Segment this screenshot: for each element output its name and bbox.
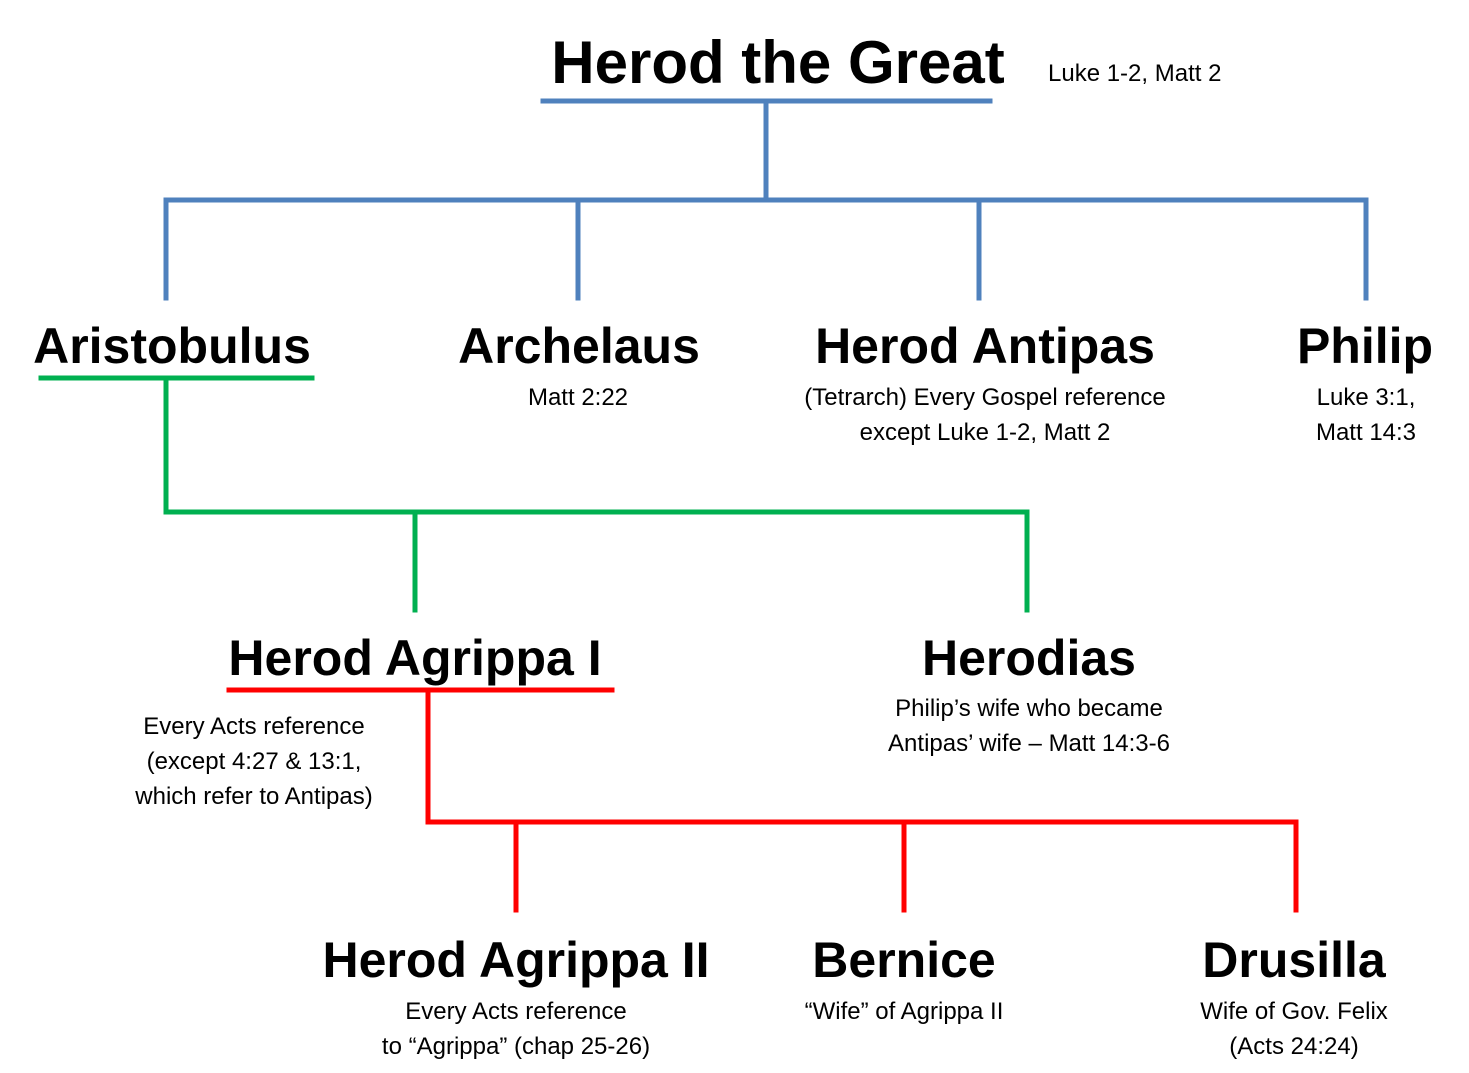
blue-connector-group — [163, 98, 1369, 301]
note-line: except Luke 1-2, Matt 2 — [859, 419, 1111, 446]
note-line: “Wife” of Agrippa II — [804, 998, 1004, 1025]
note-line: Matt 14:3 — [1315, 419, 1417, 446]
green-connector-group — [38, 375, 1030, 613]
root-name: Herod the Great — [551, 29, 1005, 96]
person-name-herod-agrippa-ii: Herod Agrippa II — [322, 932, 710, 988]
person-name-bernice: Bernice — [812, 932, 996, 988]
note-line: Every Acts reference — [405, 998, 627, 1025]
red-connector-group — [226, 687, 1299, 913]
note-line: Matt 2:22 — [527, 384, 629, 411]
note-line: Philip’s wife who became — [895, 695, 1163, 722]
note-line: (Acts 24:24) — [1229, 1033, 1359, 1060]
person-name-herod-agrippa-i: Herod Agrippa I — [228, 630, 602, 686]
person-name-herodias: Herodias — [922, 630, 1136, 686]
person-note-bernice: “Wife” of Agrippa II — [805, 994, 1004, 1029]
person-note-archelaus: Matt 2:22 — [528, 380, 628, 415]
person-note-herodias: Philip’s wife who became Antipas’ wife –… — [888, 691, 1170, 761]
person-note-herod-agrippa-ii: Every Acts reference to “Agrippa” (chap … — [382, 994, 650, 1064]
note-line: to “Agrippa” (chap 25-26) — [381, 1033, 651, 1060]
person-name-herod-antipas: Herod Antipas — [815, 318, 1155, 374]
person-name-archelaus: Archelaus — [458, 318, 700, 374]
note-line: (except 4:27 & 13:1, — [146, 748, 362, 775]
note-line: which refer to Antipas) — [135, 783, 373, 810]
root-note: Luke 1-2, Matt 2 — [1048, 60, 1222, 87]
note-line: Luke 3:1, — [1316, 384, 1416, 411]
person-name-drusilla: Drusilla — [1202, 932, 1386, 988]
person-note-herod-antipas: (Tetrarch) Every Gospel reference except… — [804, 380, 1165, 450]
person-name-philip: Philip — [1296, 318, 1434, 374]
note-line: (Tetrarch) Every Gospel reference — [804, 384, 1166, 411]
person-note-herod-agrippa-i: Every Acts reference (except 4:27 & 13:1… — [135, 709, 372, 814]
note-line: Wife of Gov. Felix — [1200, 998, 1388, 1025]
person-name-aristobulus: Aristobulus — [33, 318, 311, 374]
person-note-philip: Luke 3:1, Matt 14:3 — [1316, 380, 1416, 450]
note-line: Antipas’ wife – Matt 14:3-6 — [888, 730, 1170, 757]
note-line: Every Acts reference — [143, 713, 365, 740]
person-note-drusilla: Wife of Gov. Felix (Acts 24:24) — [1200, 994, 1388, 1064]
